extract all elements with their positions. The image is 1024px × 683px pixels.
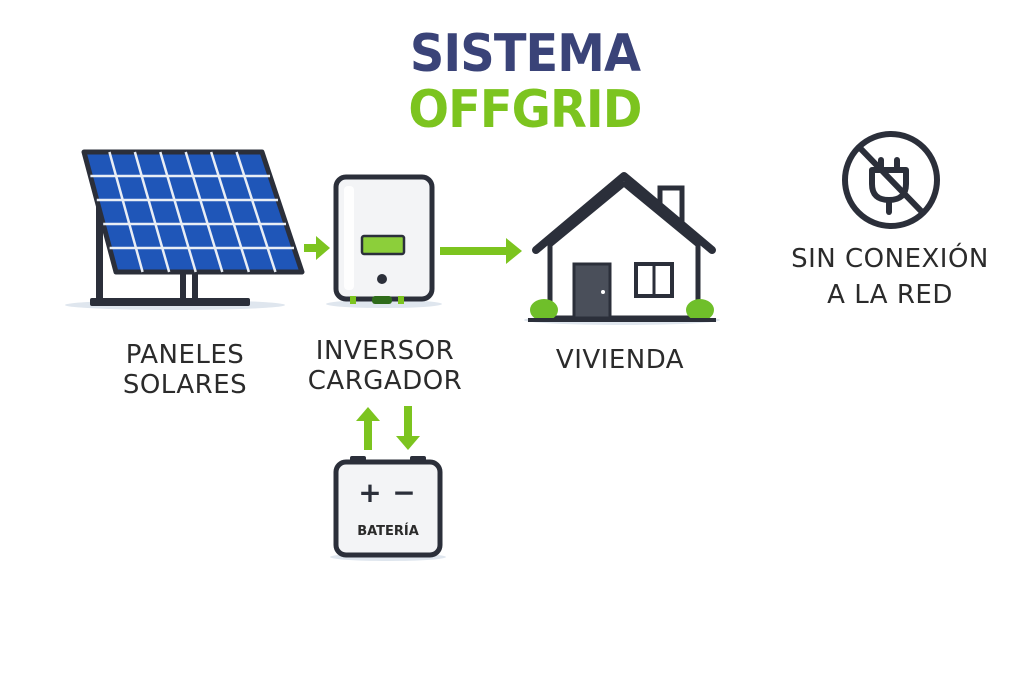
battery-icon — [330, 456, 446, 561]
label-solar-panels-line-1: PANELES — [125, 340, 245, 370]
label-inverter: INVERSOR CARGADOR — [285, 336, 485, 396]
panel-cell-divider — [133, 151, 171, 273]
solar-panel-icon — [65, 149, 305, 310]
inverter-icon — [326, 174, 442, 308]
label-inverter-line-2: CARGADOR — [307, 366, 463, 396]
label-no-grid-line-1: SIN CONEXIÓN — [791, 244, 989, 274]
label-house: VIVIENDA — [555, 345, 685, 375]
panel-cell-divider — [209, 151, 251, 273]
panel-cell-divider — [159, 151, 197, 273]
battery-plus-sign: + — [358, 476, 381, 509]
arrow-inverter-to-battery — [396, 406, 420, 450]
arrow-panel-to-inverter — [304, 236, 330, 260]
arrow-battery-to-inverter — [356, 407, 380, 450]
no-plug-icon — [842, 131, 940, 229]
label-inverter-line-1: INVERSOR — [315, 336, 455, 366]
panel-cell-divider — [235, 151, 277, 273]
house-icon — [524, 172, 720, 325]
label-no-grid: SIN CONEXIÓN A LA RED — [770, 241, 1010, 313]
battery-label: BATERÍA — [357, 524, 419, 539]
battery-minus-sign: − — [392, 476, 415, 509]
panel-cell-divider — [108, 151, 144, 273]
panel-cell-divider — [184, 151, 224, 273]
label-solar-panels: PANELES SOLARES — [90, 340, 280, 400]
title-line-2: OFFGRID — [408, 80, 642, 140]
arrow-inverter-to-house — [440, 238, 522, 264]
label-no-grid-line-2: A LA RED — [827, 280, 953, 310]
label-solar-panels-line-2: SOLARES — [122, 370, 248, 400]
title-line-1: SISTEMA — [409, 24, 641, 84]
